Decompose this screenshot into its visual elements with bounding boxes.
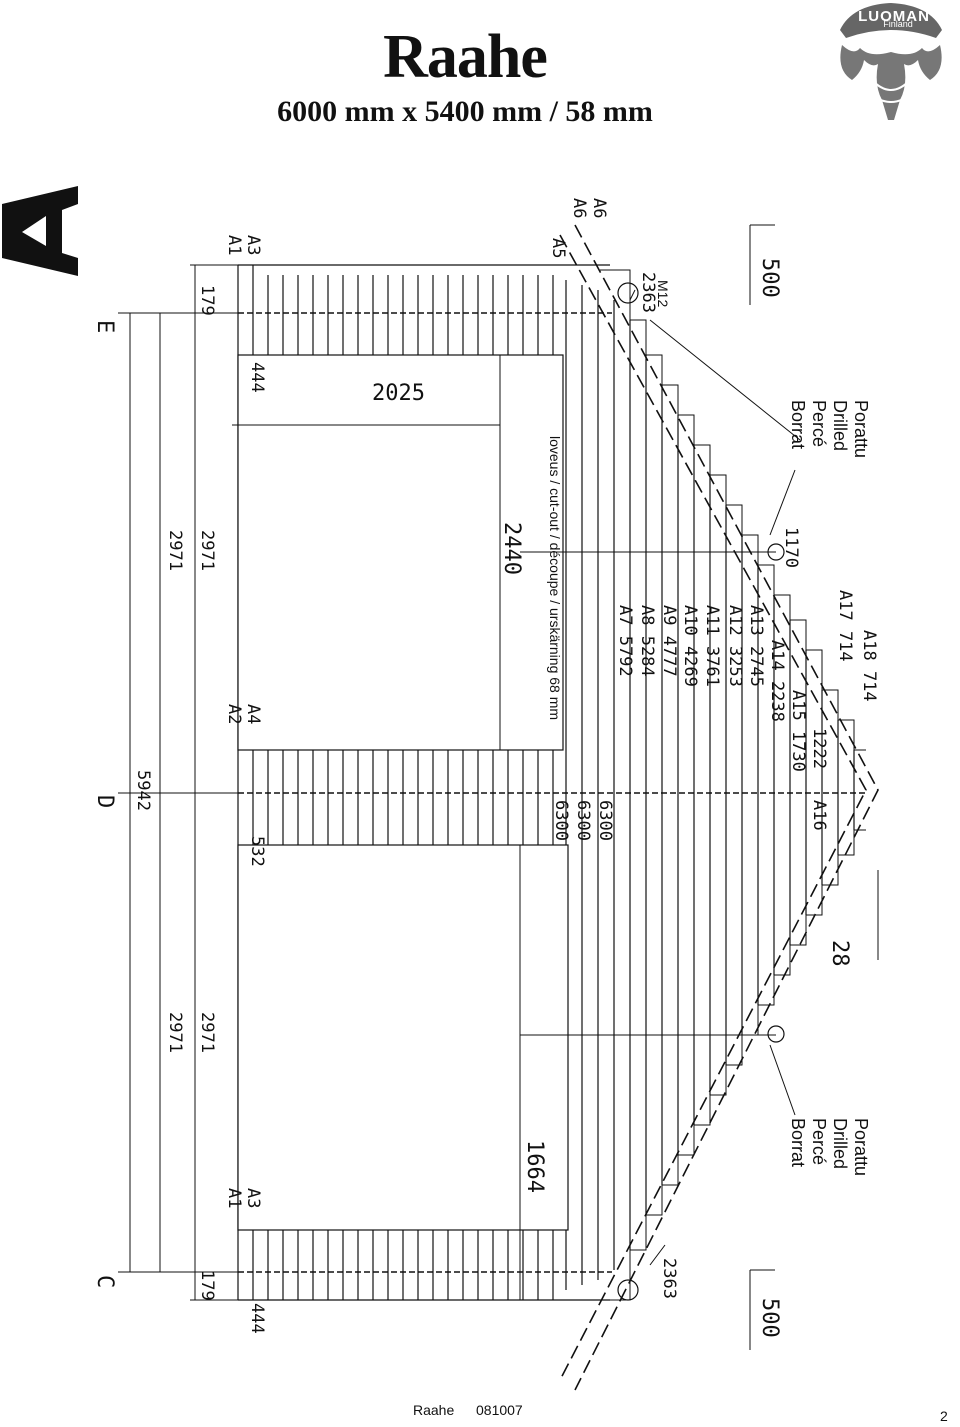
bolt-hole-top	[617, 282, 639, 304]
part-a11: A11 3761	[702, 605, 722, 687]
svg-text:Borrat: Borrat	[788, 1118, 808, 1167]
axis-e-label: E	[92, 320, 117, 333]
wall-letter-mark: A	[2, 186, 78, 276]
page-title: Raahe	[383, 23, 548, 91]
dim-2363-top: 2363	[638, 272, 658, 313]
svg-text:Porattu: Porattu	[851, 400, 871, 458]
dim-1664: 1664	[522, 1140, 547, 1193]
page-number: 2	[940, 1408, 948, 1424]
dim-2025: 2025	[372, 381, 425, 406]
length-6300-c: 6300	[551, 800, 571, 841]
length-6300-b: 6300	[573, 800, 593, 841]
dim-2971-a: 2971	[165, 530, 185, 571]
dim-444-top: 444	[247, 362, 267, 393]
part-a10: A10 4269	[680, 605, 700, 687]
roof-angle: 28	[827, 940, 852, 967]
svg-text:Percé: Percé	[809, 1118, 829, 1165]
part-a9: A9 4777	[659, 605, 679, 677]
dim-179-bottom: 179	[197, 1270, 217, 1301]
part-a17: A17 714	[835, 590, 855, 662]
moose-logo-icon	[840, 3, 942, 120]
part-a4: A4	[243, 704, 263, 724]
svg-text:Borrat: Borrat	[788, 400, 808, 449]
dim-500-bottom: 500	[757, 1298, 782, 1338]
dim-500-top: 500	[757, 258, 782, 298]
leader-lines	[629, 289, 801, 1266]
dim-1170: 1170	[781, 527, 801, 568]
page-subtitle: 6000 mm x 5400 mm / 58 mm	[277, 95, 653, 128]
part-a16: A16	[809, 800, 829, 831]
svg-text:Percé: Percé	[809, 400, 829, 447]
part-a6-b: A6	[569, 198, 589, 218]
dim-5942: 5942	[133, 770, 153, 811]
drill-hole-bottom	[767, 1025, 785, 1043]
logo-sub-text: Finland	[883, 19, 913, 29]
dim-2440: 2440	[499, 522, 524, 575]
part-a12: A12 3253	[725, 605, 745, 687]
part-a6-a: A6	[589, 198, 609, 218]
part-a1-bottom: A1	[224, 1188, 244, 1208]
gable-steps	[600, 269, 866, 1301]
axis-c-label: C	[92, 1275, 117, 1288]
part-a15-b: 1222	[809, 728, 829, 769]
dim-2971-b: 2971	[197, 530, 217, 571]
dim-2363-bottom: 2363	[659, 1258, 679, 1299]
drilled-note-bottom: Porattu Drilled Percé Borrat	[788, 1118, 871, 1176]
axis-d-label: D	[92, 795, 117, 808]
dimension-lines	[118, 224, 879, 1350]
part-a14: A14 2238	[767, 640, 787, 722]
footer-code: 081007	[476, 1402, 523, 1418]
part-a5: A5	[548, 238, 568, 258]
part-a1-top: A1	[224, 235, 244, 255]
svg-text:Porattu: Porattu	[851, 1118, 871, 1176]
logo-text: LUOMAN	[858, 8, 930, 25]
dim-444-bottom: 444	[247, 1303, 267, 1334]
part-a15: A15 1730	[788, 690, 808, 772]
footer-name: Raahe	[413, 1402, 455, 1418]
dim-m12: M12	[655, 280, 671, 307]
svg-text:Drilled: Drilled	[830, 1118, 850, 1169]
part-a18: A18 714	[859, 630, 879, 702]
gable-outline	[559, 224, 879, 1391]
dim-2971-d: 2971	[197, 1012, 217, 1053]
dim-532: 532	[247, 836, 267, 867]
length-6300-a: 6300	[595, 800, 615, 841]
part-a2: A2	[224, 704, 244, 724]
part-a3-bottom: A3	[243, 1188, 263, 1208]
dim-2971-c: 2971	[165, 1012, 185, 1053]
drilled-note-top: Porattu Drilled Percé Borrat	[788, 400, 871, 458]
part-a7: A7 5792	[615, 605, 635, 677]
svg-text:Drilled: Drilled	[830, 400, 850, 451]
part-a8: A8 5284	[637, 605, 657, 677]
bolt-lines	[238, 312, 866, 1273]
part-a13: A13 2745	[746, 605, 766, 687]
dim-179-top: 179	[197, 285, 217, 316]
bolt-hole-bottom	[617, 1279, 639, 1301]
cutout-note: loveus / cut-out / découpe / urskärning …	[547, 436, 563, 720]
part-a3-top: A3	[243, 235, 263, 255]
